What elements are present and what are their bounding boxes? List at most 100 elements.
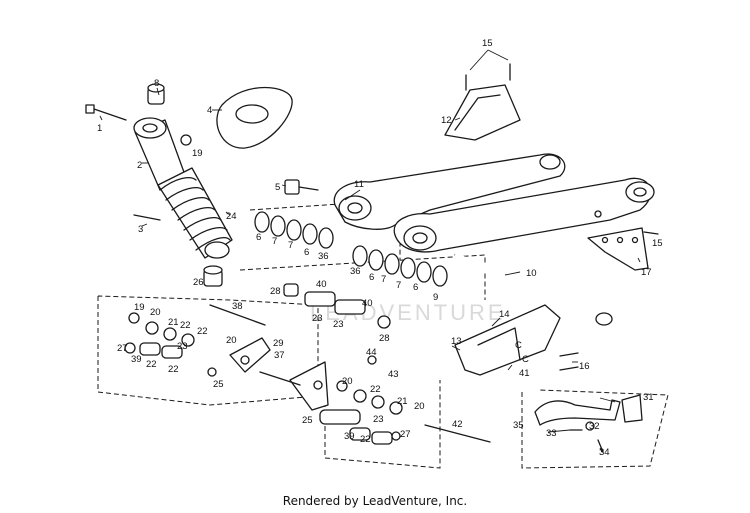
rear-suspension-exploded-diagram: LEADVENTURE (85, 38, 669, 469)
leader-lines (99, 87, 641, 453)
callout-17: 17 (641, 267, 652, 278)
linkage-rocker-part (259, 361, 329, 411)
linkage-bolt-part (209, 304, 266, 326)
callout-15: 15 (482, 38, 493, 49)
callout-6: 6 (256, 232, 261, 243)
pivot-bearings-lower (352, 245, 448, 287)
callout-40: 40 (316, 279, 327, 290)
callout-7: 7 (272, 236, 277, 247)
caliper-bracket-part: C C (454, 304, 561, 376)
bushing-part (147, 83, 165, 105)
callout-22: 22 (168, 364, 179, 375)
bracket-part (587, 227, 649, 271)
callout-37: 37 (274, 350, 285, 361)
callout-41: 41 (519, 368, 530, 379)
linkage-arm-part (229, 337, 271, 373)
long-bolt-part (424, 424, 491, 443)
rubber-pad-part (216, 86, 293, 149)
swingarm-part (333, 153, 655, 253)
callout-24: 24 (226, 211, 237, 222)
callout-42: 42 (452, 419, 463, 430)
callout-31: 31 (643, 392, 654, 403)
callout-19: 19 (134, 302, 145, 313)
callout-26: 26 (193, 277, 204, 288)
callout-10: 10 (526, 268, 537, 279)
callout-23: 23 (373, 414, 384, 425)
callout-3: 3 (138, 224, 143, 235)
callout-1: 1 (97, 123, 102, 134)
callout-11: 11 (354, 179, 364, 190)
callout-23: 23 (333, 319, 344, 330)
callout-40: 40 (362, 298, 373, 309)
callout-2: 2 (137, 160, 142, 171)
callout-6: 6 (413, 282, 418, 293)
callout-39: 39 (131, 354, 142, 365)
callout-34: 34 (599, 447, 610, 458)
callout-13: 13 (451, 336, 462, 347)
callout-15: 15 (652, 238, 663, 249)
nut-part (180, 134, 192, 146)
callout-32: 32 (589, 421, 600, 432)
callout-4: 4 (207, 105, 212, 116)
callout-21: 21 (168, 317, 179, 328)
callout-6: 6 (369, 272, 374, 283)
callout-12: 12 (441, 115, 452, 126)
bracket-screw-part (643, 231, 659, 235)
callout-22: 22 (180, 320, 191, 331)
linkage-washers-left (124, 312, 217, 377)
callout-20: 20 (414, 401, 425, 412)
callout-36: 36 (318, 251, 329, 262)
callout-28: 28 (379, 333, 390, 344)
callout-22: 22 (197, 326, 208, 337)
callout-25: 25 (213, 379, 224, 390)
callout-5: 5 (275, 182, 280, 193)
callout-33: 33 (546, 428, 557, 439)
callout-20: 20 (150, 307, 161, 318)
callout-38: 38 (232, 301, 243, 312)
brake-pedal-part (534, 394, 643, 453)
pivot-bolt-part (284, 179, 319, 195)
callout-20: 20 (226, 335, 237, 346)
callout-27: 27 (117, 343, 128, 354)
callout-28: 28 (270, 286, 281, 297)
callout-22: 22 (360, 434, 371, 445)
center-bushings-part (283, 283, 391, 329)
callout-7: 7 (288, 240, 293, 251)
lower-bolt-part (133, 214, 161, 221)
pivot-bearings-upper (254, 211, 334, 249)
callout-43: 43 (388, 369, 399, 380)
callout-16: 16 (579, 361, 590, 372)
svg-text:C: C (522, 354, 529, 365)
callout-21: 21 (397, 396, 408, 407)
callout-36: 36 (350, 266, 361, 277)
lower-bushing-part (203, 265, 223, 287)
callout-29: 29 (273, 338, 284, 349)
callout-35: 35 (513, 420, 524, 431)
callout-7: 7 (381, 274, 386, 285)
callout-numbers: 1 2 3 4 5 6 7 7 6 36 36 6 7 7 6 9 8 19 2… (97, 38, 663, 458)
footer-credit: Rendered by LeadVenture, Inc. (282, 494, 468, 508)
chain-slider-part (444, 63, 521, 141)
shock-absorber-part (133, 117, 233, 259)
callout-6: 6 (304, 247, 309, 258)
callout-44: 44 (366, 347, 377, 358)
linkage-washers-right (319, 355, 403, 445)
caliper-bolts-part (559, 352, 579, 371)
callout-8: 8 (154, 78, 159, 89)
svg-text:C: C (515, 340, 522, 351)
callout-7: 7 (396, 280, 401, 291)
callout-14: 14 (499, 309, 510, 320)
callout-23: 23 (177, 341, 188, 352)
callout-9: 9 (433, 292, 438, 303)
callout-20: 20 (342, 376, 353, 387)
shock-bolt-part (85, 104, 127, 121)
callout-39: 39 (344, 431, 355, 442)
callout-27: 27 (400, 429, 411, 440)
axle-part (454, 252, 613, 326)
callout-25: 25 (302, 415, 313, 426)
screws-part (469, 49, 509, 71)
callout-22: 22 (370, 384, 381, 395)
callout-23: 23 (312, 313, 323, 324)
callout-19: 19 (192, 148, 203, 159)
callout-22: 22 (146, 359, 157, 370)
